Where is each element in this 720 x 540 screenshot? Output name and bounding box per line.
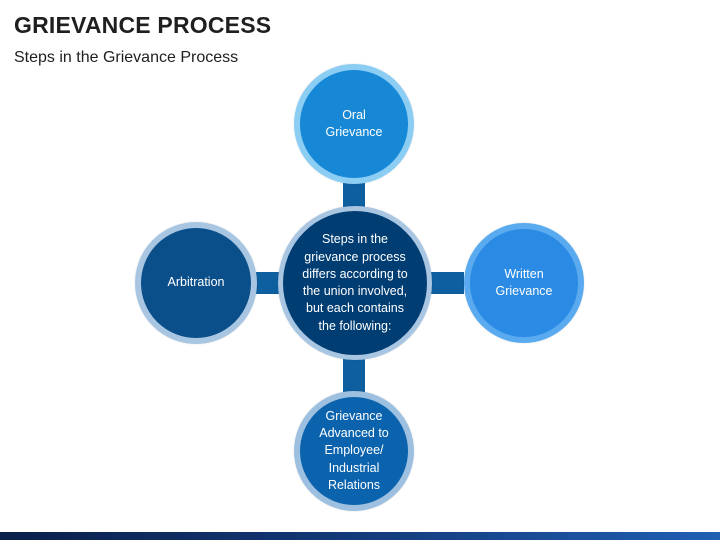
center-description: Steps in the grievance process differs a… [278, 206, 432, 360]
page-subtitle: Steps in the Grievance Process [14, 49, 239, 66]
center-description-text: Steps in the grievance process differs a… [302, 232, 408, 333]
step-oral-grievance: Oral Grievance [294, 64, 414, 184]
step-oral-grievance-label: Oral Grievance [325, 107, 383, 139]
step-arbitration-label: Arbitration [167, 275, 225, 290]
step-arbitration: Arbitration [135, 222, 257, 344]
step-written-grievance-label: Written Grievance [495, 266, 553, 298]
step-advanced-grievance: Grievance Advanced to Employee/ Industri… [294, 391, 414, 511]
page-title: GRIEVANCE PROCESS [14, 12, 272, 38]
step-written-grievance: Written Grievance [464, 223, 584, 343]
footer-bar [0, 532, 720, 540]
step-advanced-grievance-label: Grievance Advanced to Employee/ Industri… [319, 408, 389, 492]
